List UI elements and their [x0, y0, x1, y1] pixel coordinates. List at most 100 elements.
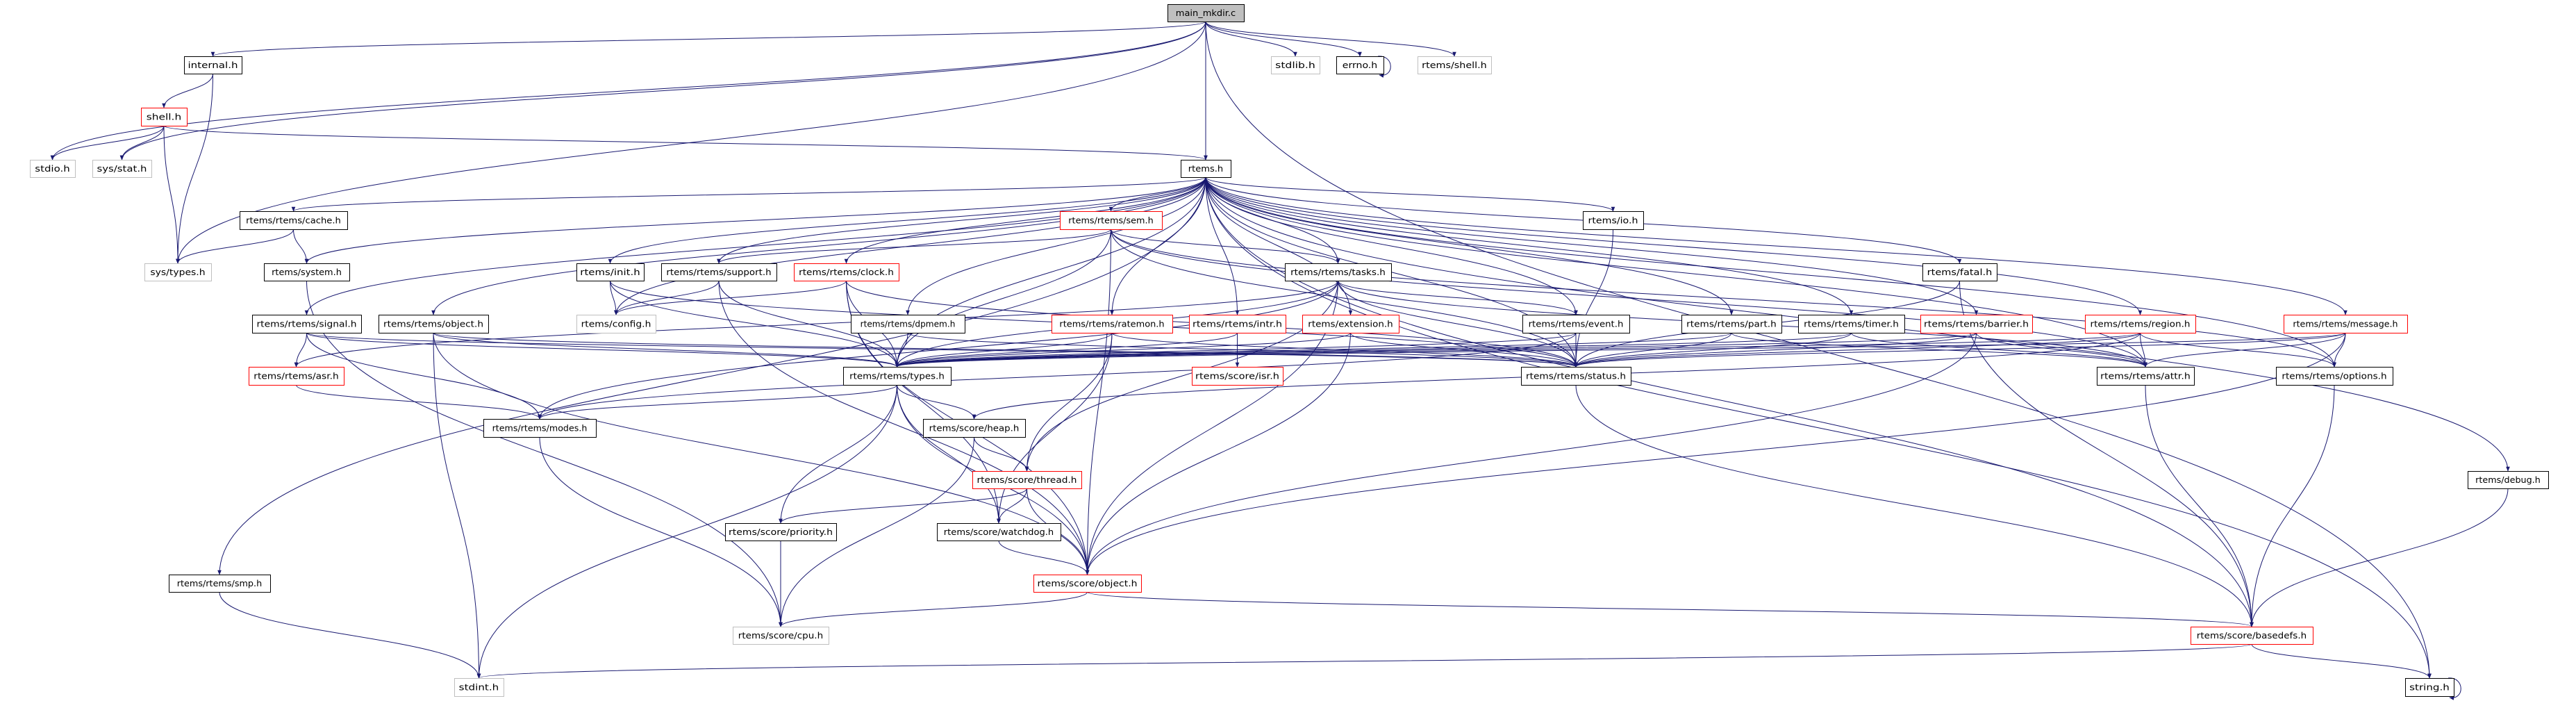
- node-clock[interactable]: rtems/rtems/clock.h: [794, 263, 899, 281]
- edge-rtems-to-io: [1205, 176, 1615, 212]
- node-errno[interactable]: errno.h: [1336, 56, 1384, 74]
- node-label: rtems/rtems/barrier.h: [1924, 319, 2029, 329]
- node-label: rtems/rtems/tasks.h: [1290, 267, 1386, 277]
- node-debug[interactable]: rtems/debug.h: [2468, 471, 2549, 489]
- node-extension[interactable]: rtems/extension.h: [1302, 315, 1399, 333]
- node-asr[interactable]: rtems/rtems/asr.h: [249, 367, 344, 386]
- node-box: [1583, 211, 1644, 230]
- edge-types-to-heap: [897, 384, 977, 420]
- edge-message-to-sobject: [1085, 332, 2346, 575]
- node-message[interactable]: rtems/rtems/message.h: [2284, 315, 2408, 333]
- edge-internal-to-systypes: [176, 73, 213, 264]
- edge-rtems-to-dpmem: [906, 176, 1206, 315]
- node-smp[interactable]: rtems/rtems/smp.h: [169, 575, 271, 593]
- node-label: rtems/fatal.h: [1927, 267, 1993, 277]
- node-label: rtems/rtems/attr.h: [2100, 371, 2191, 381]
- node-box: [1681, 315, 1782, 333]
- edge-main-to-internal: [211, 21, 1206, 57]
- edge-extension-to-status: [1350, 332, 1578, 368]
- node-sobject[interactable]: rtems/score/object.h: [1033, 575, 1142, 593]
- node-io[interactable]: rtems/io.h: [1583, 211, 1644, 230]
- node-fatal[interactable]: rtems/fatal.h: [1922, 263, 1997, 281]
- edge-shell-to-rtems: [163, 125, 1208, 160]
- edge-sem-to-options: [1111, 229, 2336, 368]
- node-support[interactable]: rtems/rtems/support.h: [661, 263, 777, 281]
- node-ratemon[interactable]: rtems/rtems/ratemon.h: [1052, 315, 1173, 333]
- node-system[interactable]: rtems/system.h: [264, 263, 350, 281]
- node-label: string.h: [2409, 682, 2450, 693]
- node-thread[interactable]: rtems/score/thread.h: [972, 471, 1082, 489]
- edge-signal-to-status: [306, 332, 1578, 368]
- node-dpmem[interactable]: rtems/rtems/dpmem.h: [851, 315, 965, 333]
- node-label: rtems/rtems/types.h: [849, 371, 945, 381]
- node-box: [2191, 627, 2313, 645]
- node-cache[interactable]: rtems/rtems/cache.h: [240, 211, 348, 230]
- edge-message-to-options: [2332, 332, 2346, 368]
- node-init[interactable]: rtems/init.h: [576, 263, 645, 281]
- node-event[interactable]: rtems/rtems/event.h: [1522, 315, 1630, 333]
- node-main: main_mkdir.c: [1167, 4, 1245, 22]
- edge-signal-to-types: [306, 332, 899, 368]
- node-part[interactable]: rtems/rtems/part.h: [1681, 315, 1782, 333]
- node-basedefs[interactable]: rtems/score/basedefs.h: [2191, 627, 2313, 645]
- node-shell[interactable]: shell.h: [141, 108, 188, 126]
- node-intr[interactable]: rtems/rtems/intr.h: [1189, 315, 1286, 333]
- edge-event-to-types: [895, 332, 1577, 368]
- node-label: sys/types.h: [150, 267, 205, 277]
- node-box: [1302, 315, 1399, 333]
- node-attr[interactable]: rtems/rtems/attr.h: [2097, 367, 2195, 386]
- node-box: [1522, 315, 1630, 333]
- node-box: [1167, 4, 1245, 22]
- edge-rtems-to-event: [1205, 176, 1578, 315]
- node-box: [794, 263, 899, 281]
- edge-basedefs-to-string: [2251, 643, 2432, 679]
- node-internal[interactable]: internal.h: [184, 56, 242, 74]
- node-region[interactable]: rtems/rtems/region.h: [2085, 315, 2196, 333]
- node-signal[interactable]: rtems/rtems/signal.h: [252, 315, 362, 333]
- edge-tasks-to-status: [1338, 280, 1578, 368]
- node-box: [2284, 315, 2408, 333]
- node-box: [144, 263, 212, 281]
- node-modes[interactable]: rtems/rtems/modes.h: [483, 419, 597, 438]
- node-rtems[interactable]: rtems.h: [1181, 160, 1231, 178]
- edge-basedefs-to-stdint: [477, 643, 2252, 679]
- node-isr[interactable]: rtems/score/isr.h: [1192, 367, 1283, 386]
- node-box: [2405, 678, 2454, 697]
- node-rshell: rtems/shell.h: [1418, 56, 1492, 74]
- node-watchdog[interactable]: rtems/score/watchdog.h: [937, 523, 1061, 541]
- edge-watchdog-to-sobject: [998, 540, 1090, 575]
- edge-ratemon-to-watchdog: [997, 332, 1113, 524]
- node-label: rtems/score/isr.h: [1195, 371, 1279, 381]
- node-status[interactable]: rtems/rtems/status.h: [1521, 367, 1631, 386]
- edge-tasks-to-thread: [1024, 280, 1338, 472]
- node-tasks[interactable]: rtems/rtems/tasks.h: [1285, 263, 1392, 281]
- node-box: [725, 523, 837, 541]
- node-label: rtems/init.h: [580, 267, 640, 277]
- node-types[interactable]: rtems/rtems/types.h: [843, 367, 952, 386]
- edge-debug-to-basedefs: [2250, 488, 2509, 627]
- node-sysstat: sys/stat.h: [92, 160, 152, 178]
- edge-types-to-modes: [538, 384, 897, 420]
- edge-init-to-types: [610, 280, 899, 368]
- edge-tasks-to-sobject: [1085, 280, 1338, 575]
- node-string[interactable]: string.h: [2405, 678, 2454, 697]
- node-box: [1192, 367, 1283, 386]
- node-label: rtems/rtems/intr.h: [1193, 319, 1282, 329]
- node-priority[interactable]: rtems/score/priority.h: [725, 523, 837, 541]
- node-box: [576, 315, 656, 333]
- node-sem[interactable]: rtems/rtems/sem.h: [1060, 211, 1163, 230]
- node-robject[interactable]: rtems/rtems/object.h: [379, 315, 489, 333]
- edge-event-to-modes: [538, 332, 1577, 420]
- node-box: [379, 315, 489, 333]
- node-box: [92, 160, 152, 178]
- node-box: [1336, 56, 1384, 74]
- node-box: [249, 367, 344, 386]
- edge-robject-to-stdint: [433, 332, 481, 679]
- node-heap[interactable]: rtems/score/heap.h: [923, 419, 1026, 438]
- edge-main-to-sysstat: [119, 21, 1206, 160]
- node-timer[interactable]: rtems/rtems/timer.h: [1798, 315, 1905, 333]
- node-options[interactable]: rtems/rtems/options.h: [2276, 367, 2393, 386]
- node-barrier[interactable]: rtems/rtems/barrier.h: [1920, 315, 2033, 333]
